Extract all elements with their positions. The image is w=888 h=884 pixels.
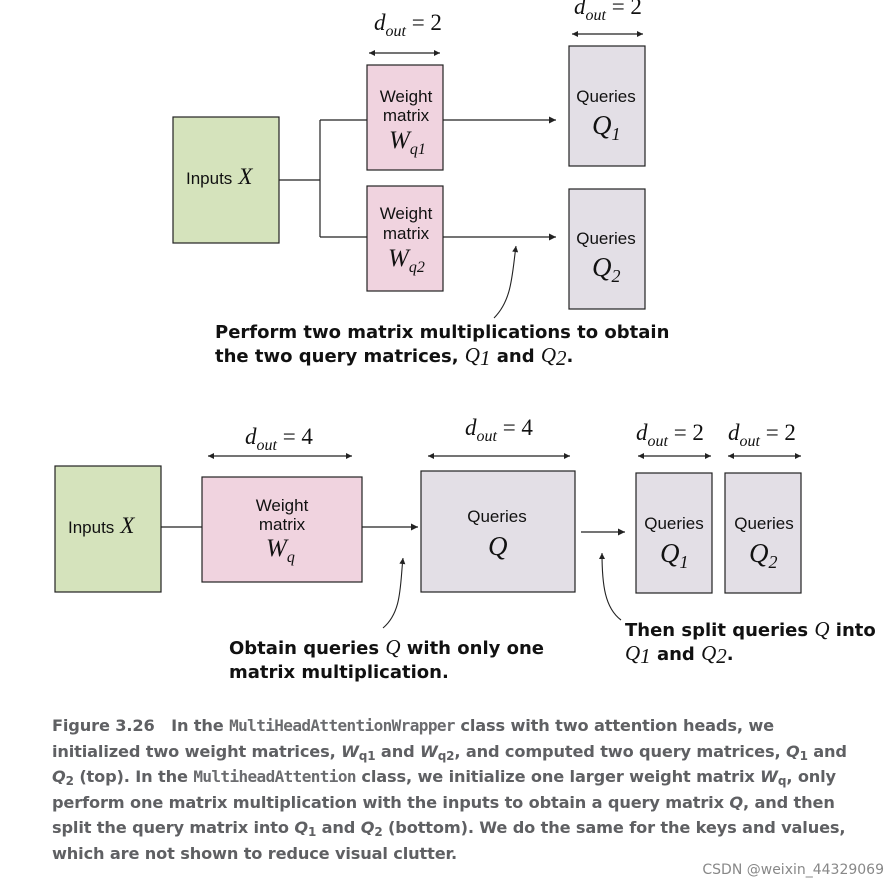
top-queries2-box — [568, 188, 646, 310]
top-weight2-box — [366, 185, 444, 292]
bottom-dim-weight: dout = 4 — [245, 424, 313, 454]
caption-figure-number: Figure 3.26 — [52, 716, 155, 735]
top-dim-weight: dout = 2 — [374, 10, 442, 40]
bottom-inputs-text: Inputs X — [68, 513, 135, 538]
top-queries1-box — [568, 45, 646, 167]
top-weight1-line1: Weight — [380, 87, 433, 106]
bottom-callout-right-arrow — [599, 552, 622, 621]
bottom-note-right-line2: Q1 and Q2. — [625, 641, 734, 668]
bottom-weight-line1: Weight — [256, 496, 309, 515]
top-queries2-label: Queries — [576, 229, 636, 248]
top-weight2-var: Wq2 — [388, 245, 425, 276]
bottom-queries-label: Queries — [467, 507, 527, 526]
bottom-weight-var: Wq — [266, 535, 295, 566]
bottom-inputs-label: Inputs — [68, 518, 114, 537]
bottom-dim-q1: dout = 2 — [636, 420, 704, 450]
top-inputs-box — [172, 116, 280, 244]
figure-caption: Figure 3.26 In the MultiHeadAttentionWra… — [52, 716, 847, 863]
bottom-inputs-box — [54, 465, 162, 593]
bottom-diagram: Inputs X dout = 4 Weight matrix Wq dout =… — [54, 415, 876, 683]
watermark: CSDN @weixin_44329069 — [702, 862, 884, 878]
top-note-line1: Perform two matrix multiplications to ob… — [215, 322, 669, 343]
bottom-queries-box — [420, 470, 576, 593]
bottom-queries-var: Q — [488, 531, 508, 561]
bottom-queries1-box — [635, 472, 713, 594]
top-input-connector — [279, 119, 367, 238]
bottom-note-right-line1: Then split queries Q into — [625, 617, 876, 641]
caption-code-multihead: MultiheadAttention — [193, 767, 356, 787]
bottom-queries1-var: Q1 — [660, 538, 689, 572]
bottom-weight-box — [201, 476, 363, 583]
top-dim-queries: dout = 2 — [574, 0, 642, 24]
bottom-queries1-label: Queries — [644, 514, 704, 533]
top-note-line2: the two query matrices, Q1 and Q2. — [215, 343, 573, 370]
top-queries1-var: Q1 — [592, 110, 621, 144]
top-callout-arrow — [493, 245, 519, 319]
top-inputs-text: Inputs X — [186, 164, 253, 189]
bottom-note-left-line2: matrix multiplication. — [229, 662, 449, 683]
top-queries1-label: Queries — [576, 87, 636, 106]
bottom-weight-line2: matrix — [259, 515, 306, 534]
top-inputs-label: Inputs — [186, 169, 232, 188]
bottom-dim-q2: dout = 2 — [728, 420, 796, 450]
bottom-queries2-var: Q2 — [749, 538, 778, 572]
top-queries2-var: Q2 — [592, 252, 621, 286]
bottom-callout-left-arrow — [382, 557, 406, 629]
top-weight2-line2: matrix — [383, 224, 430, 243]
bottom-queries2-box — [724, 472, 802, 594]
caption-code-wrapper: MultiHeadAttentionWrapper — [229, 716, 455, 735]
top-weight2-line1: Weight — [380, 204, 433, 223]
top-weight1-line2: matrix — [383, 106, 430, 125]
top-diagram: Inputs X dout = 2 Weight matrix Wq1 Weigh… — [172, 0, 669, 370]
top-weight1-box — [366, 64, 444, 171]
top-weight1-var: Wq1 — [389, 127, 426, 158]
bottom-inputs-var: X — [119, 513, 135, 538]
bottom-queries2-label: Queries — [734, 514, 794, 533]
bottom-dim-queries: dout = 4 — [465, 415, 533, 445]
top-inputs-var: X — [237, 164, 253, 189]
bottom-note-left-line1: Obtain queries Q with only one — [229, 635, 544, 659]
